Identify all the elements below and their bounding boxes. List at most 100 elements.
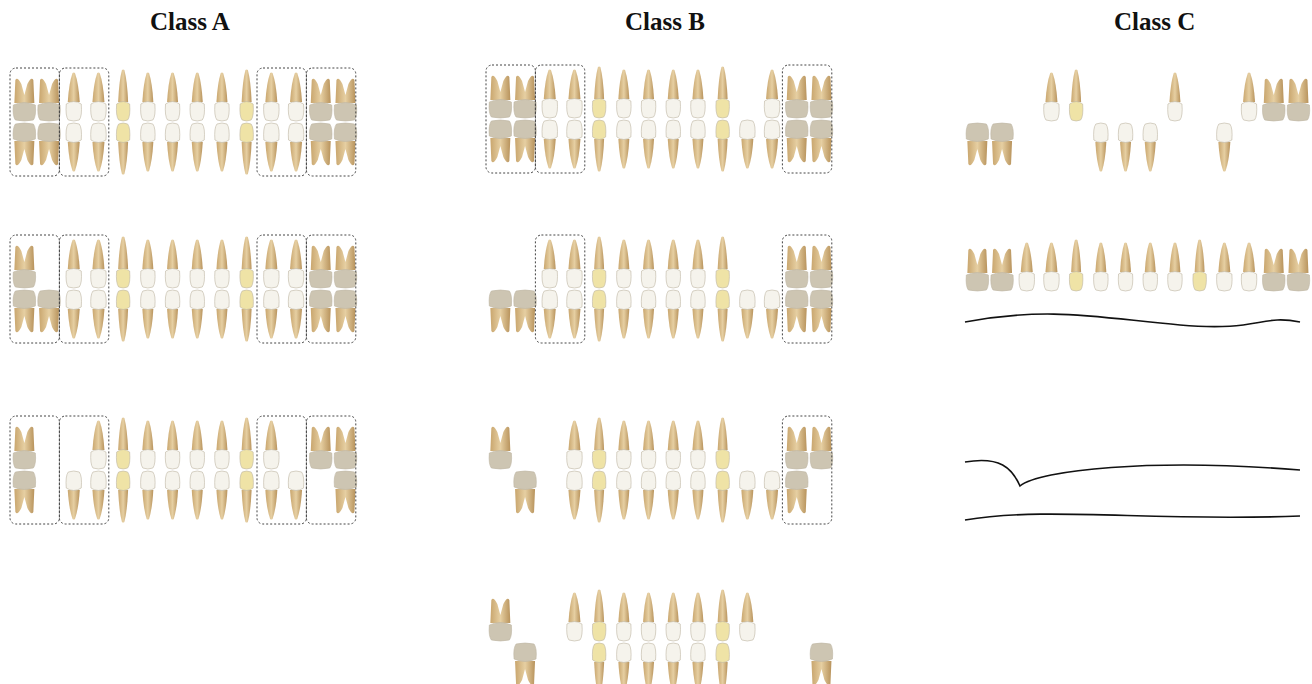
tooth-crown xyxy=(13,103,35,122)
tooth-crown xyxy=(810,290,833,309)
dotted-group-box xyxy=(10,68,59,176)
tooth xyxy=(786,246,809,288)
tooth-root xyxy=(668,662,679,684)
tooth-crown xyxy=(91,269,107,289)
tooth xyxy=(617,240,632,289)
tooth xyxy=(1287,79,1310,121)
tooth xyxy=(264,471,280,520)
tooth-crown xyxy=(310,451,333,470)
tooth-crown xyxy=(617,450,632,470)
tooth xyxy=(165,471,180,520)
tooth-crown xyxy=(334,123,357,142)
tooth xyxy=(1241,243,1257,292)
tooth xyxy=(991,123,1014,165)
tooth-crown xyxy=(288,102,304,122)
tooth-root xyxy=(643,593,654,623)
tooth-crown xyxy=(641,471,656,491)
tooth xyxy=(91,240,107,289)
tooth-root xyxy=(490,427,510,451)
tooth-crown xyxy=(91,123,107,143)
tooth-root xyxy=(1264,249,1284,273)
tooth-root xyxy=(544,70,556,100)
tooth-root xyxy=(265,240,277,270)
tooth-crown xyxy=(215,269,230,289)
tooth-root xyxy=(290,240,302,270)
tooth-root xyxy=(290,142,302,172)
tooth-crown xyxy=(786,270,809,289)
tooth-root xyxy=(787,427,807,451)
tooth xyxy=(691,70,706,119)
tooth-crown xyxy=(592,622,606,642)
tooth xyxy=(567,290,583,339)
tooth-crown xyxy=(66,102,82,122)
tooth-root xyxy=(265,490,277,520)
tooth xyxy=(141,290,156,339)
tooth xyxy=(514,120,537,162)
tooth-root xyxy=(692,139,703,169)
tooth-root xyxy=(68,142,80,172)
tooth-root xyxy=(718,67,728,100)
tooth-crown xyxy=(288,290,304,310)
tooth xyxy=(66,290,82,339)
tooth xyxy=(1263,249,1286,291)
tooth-root xyxy=(568,139,580,169)
dotted-group-box xyxy=(306,416,355,524)
tooth-crown xyxy=(691,471,706,491)
tooth xyxy=(592,418,606,470)
tooth-crown xyxy=(66,123,82,143)
tooth xyxy=(310,79,333,121)
tooth-root xyxy=(692,593,703,623)
tooth-root xyxy=(594,139,604,172)
tooth-crown xyxy=(141,123,156,143)
tooth-crown xyxy=(567,99,583,119)
tooth-crown xyxy=(165,269,180,289)
tooth-root xyxy=(568,593,580,623)
tooth-crown xyxy=(116,123,129,143)
tooth xyxy=(641,240,656,289)
tooth-crown xyxy=(165,123,180,143)
tooth-root xyxy=(1145,243,1156,273)
tooth-crown xyxy=(1143,272,1158,292)
tooth-root xyxy=(618,70,629,100)
tooth xyxy=(264,421,280,470)
tooth-crown xyxy=(1044,102,1060,122)
tooth xyxy=(165,240,180,289)
tooth-crown xyxy=(190,290,205,310)
tooth-root xyxy=(692,70,703,100)
tooth xyxy=(691,593,706,642)
tooth-root xyxy=(668,70,679,100)
tooth-crown xyxy=(264,450,280,470)
tooth-root xyxy=(68,240,80,270)
tooth-crown xyxy=(240,269,254,289)
dotted-group-box xyxy=(782,235,831,343)
tooth-crown xyxy=(716,120,730,140)
tooth xyxy=(1241,73,1257,122)
tooth-root xyxy=(1169,243,1180,273)
tooth-crown xyxy=(716,622,730,642)
tooth-root xyxy=(118,142,128,175)
tooth xyxy=(215,73,230,122)
tooth-crown xyxy=(141,471,156,491)
tooth-crown xyxy=(190,471,205,491)
tooth xyxy=(215,123,230,172)
tooth xyxy=(66,240,82,289)
tooth xyxy=(1263,79,1286,121)
tooth-root xyxy=(265,73,277,103)
tooth-crown xyxy=(240,102,254,122)
tooth-crown xyxy=(215,450,230,470)
tooth-root xyxy=(68,309,80,339)
tooth-crown xyxy=(786,100,809,119)
tooth-root xyxy=(668,593,679,623)
tooth-root xyxy=(692,240,703,270)
tooth-root xyxy=(668,490,679,520)
tooth xyxy=(334,427,357,469)
tooth-root xyxy=(992,249,1012,273)
tooth-root xyxy=(1095,142,1106,172)
tooth xyxy=(666,421,681,470)
tooth-root xyxy=(643,309,654,339)
tooth-crown xyxy=(165,290,180,310)
tooth xyxy=(542,240,558,289)
tooth xyxy=(91,471,107,520)
tooth-crown xyxy=(691,120,706,140)
tooth-crown xyxy=(641,643,656,663)
